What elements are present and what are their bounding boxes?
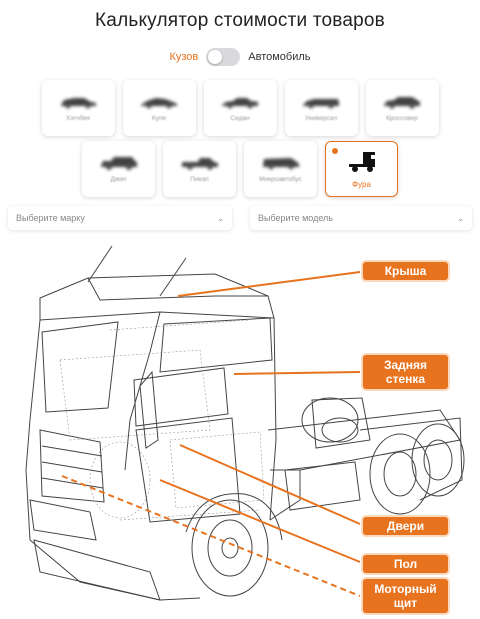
body-type-crossover[interactable]: Кроссовер <box>365 80 439 136</box>
part-label-roof[interactable]: Крыша <box>363 262 448 280</box>
model-select-placeholder: Выберите модель <box>258 213 333 223</box>
body-type-hatchback[interactable]: Хэтчбек <box>41 80 115 136</box>
body-type-label: Микроавтобус <box>259 175 302 183</box>
body-type-label: Фура <box>352 179 371 189</box>
body-type-sedan[interactable]: Седан <box>203 80 277 136</box>
body-type-coupe[interactable]: Купе <box>122 80 196 136</box>
crossover-icon <box>384 96 420 109</box>
body-type-label: Купе <box>151 114 167 122</box>
body-type-label: Пикап <box>190 175 209 183</box>
part-back-wall-line1: Задняя <box>383 358 428 372</box>
body-type-label: Кроссовер <box>386 114 418 122</box>
body-type-wagon[interactable]: Универсал <box>284 80 358 136</box>
part-roof-text: Крыша <box>384 264 427 278</box>
toggle-switch[interactable] <box>206 48 241 66</box>
part-label-back-wall[interactable]: Задняя стенка <box>363 355 448 389</box>
part-label-engine-shield[interactable]: Моторный щит <box>363 579 448 613</box>
chevron-down-icon: ⌄ <box>217 213 224 223</box>
toggle-label-body[interactable]: Кузов <box>169 51 199 63</box>
part-back-wall-line2: стенка <box>385 372 426 386</box>
wagon-icon <box>303 98 339 108</box>
body-types-row-1: Хэтчбек Купе Седан Универсал Кроссовер <box>0 80 480 136</box>
chevron-down-icon: ⌄ <box>457 213 464 223</box>
body-type-label: Универсал <box>304 114 338 122</box>
pickup-icon <box>181 157 218 170</box>
part-engine-line1: Моторный <box>374 582 437 596</box>
body-type-jeep[interactable]: Джип <box>82 141 155 197</box>
body-type-minibus[interactable]: Микроавтобус <box>244 141 317 197</box>
selected-indicator <box>332 148 338 154</box>
truck-wireframe <box>25 245 465 601</box>
body-car-toggle[interactable]: Кузов Автомобиль <box>0 48 480 66</box>
brand-select-placeholder: Выберите марку <box>16 213 85 223</box>
part-label-doors[interactable]: Двери <box>363 517 448 535</box>
coupe-icon <box>141 97 177 108</box>
jeep-icon <box>100 156 137 170</box>
body-type-pickup[interactable]: Пикап <box>163 141 236 197</box>
part-floor-text: Пол <box>393 557 418 571</box>
body-type-label: Джип <box>110 175 127 183</box>
toggle-knob <box>208 50 223 64</box>
model-select[interactable]: Выберите модель ⌄ <box>250 206 472 230</box>
toggle-label-car[interactable]: Автомобиль <box>248 51 311 63</box>
page-title: Калькулятор стоимости товаров <box>95 10 385 31</box>
part-label-floor[interactable]: Пол <box>363 555 448 573</box>
part-doors-text: Двери <box>386 519 425 533</box>
truck-icon <box>348 151 375 172</box>
hatchback-icon <box>61 97 96 108</box>
truck-parts-diagram: Крыша Задняя стенка Двери Пол Моторный щ… <box>0 236 480 619</box>
body-type-truck[interactable]: Фура <box>325 141 398 197</box>
sedan-icon <box>222 97 258 108</box>
body-type-label: Хэтчбек <box>66 114 90 122</box>
body-type-label: Седан <box>230 114 250 122</box>
body-types-row-2: Джип Пикап Микроавтобус Фура <box>0 141 480 197</box>
brand-select[interactable]: Выберите марку ⌄ <box>8 206 232 230</box>
minibus-icon <box>262 157 299 169</box>
part-engine-line2: щит <box>393 596 418 610</box>
